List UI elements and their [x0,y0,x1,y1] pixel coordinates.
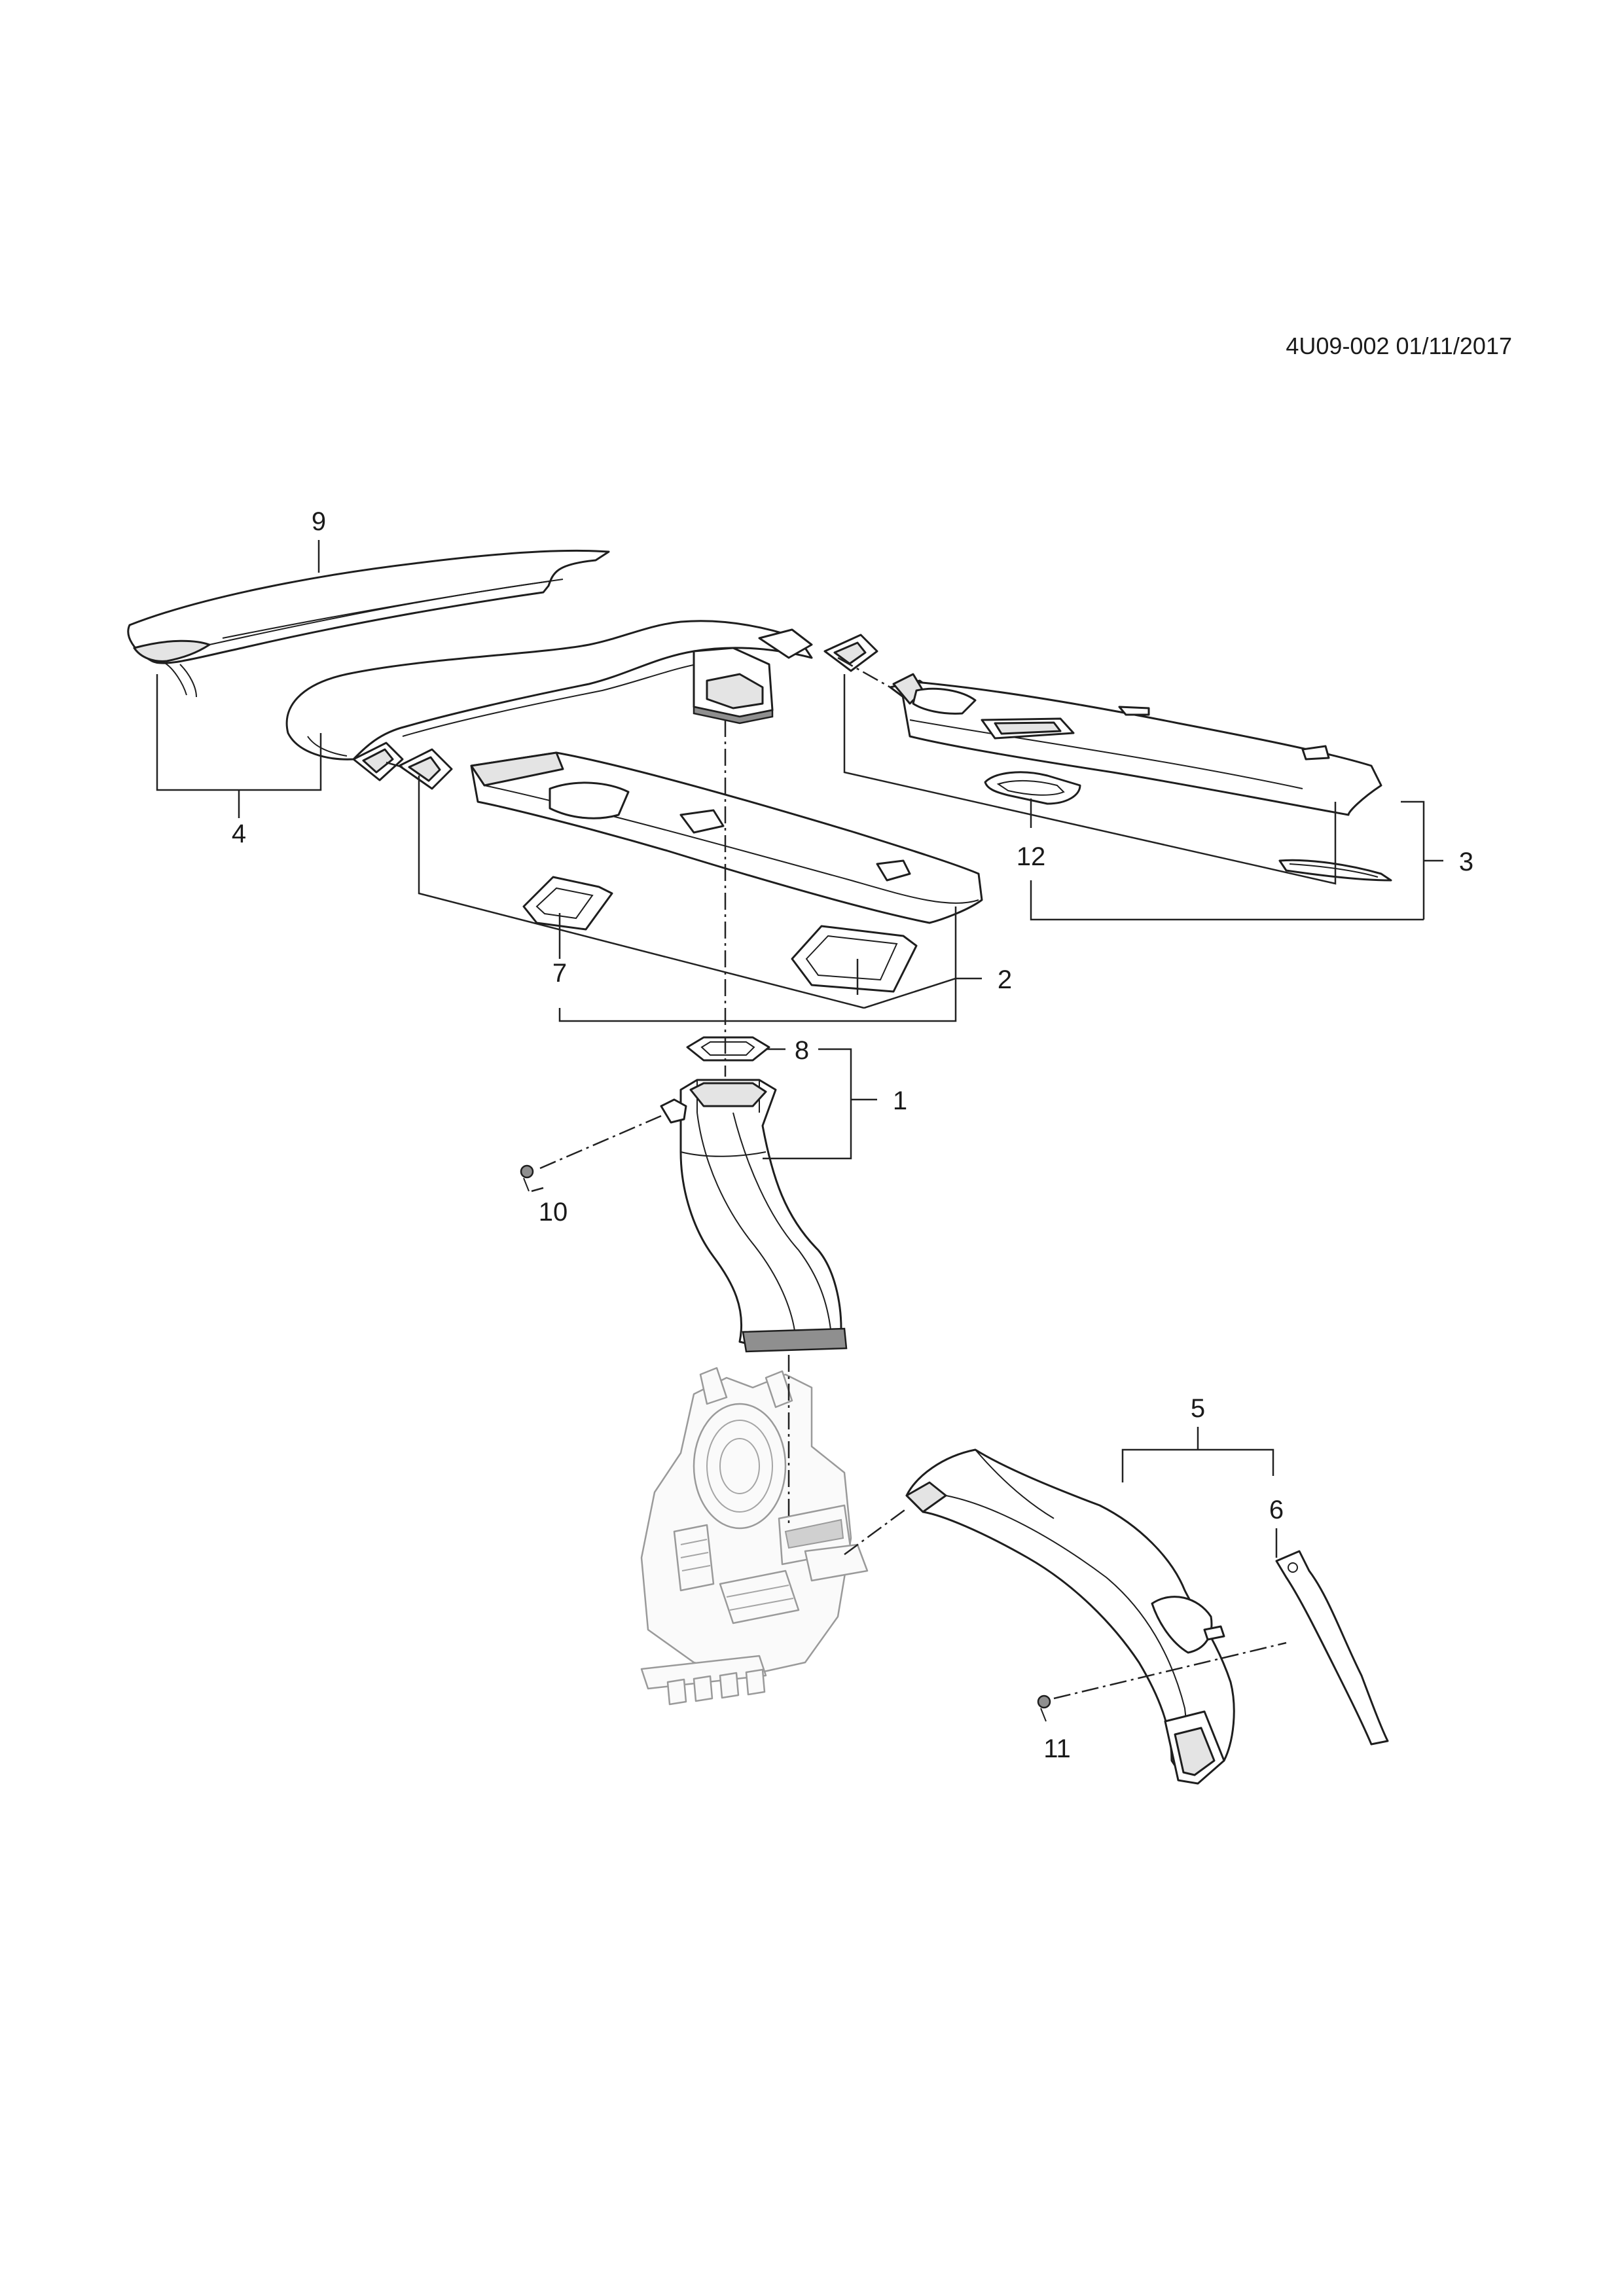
callout-8: 8 [795,1036,809,1065]
callout-6: 6 [1269,1496,1284,1524]
callouts: 9 4 12 3 7 2 8 1 10 5 6 11 [232,507,1473,1763]
callout-11: 11 [1043,1734,1071,1763]
part-3-right-duct [823,634,1382,816]
callout-4: 4 [232,819,246,848]
part-4-center-duct [285,620,813,781]
part-2-left-duct [398,748,983,924]
callout-7: 7 [552,959,567,988]
part-1-floor-duct [660,1079,848,1353]
part-9-defroster-nozzle [127,549,610,698]
callout-3: 3 [1459,848,1473,876]
part-7-left-seals [522,876,918,993]
part-5-rear-duct [905,1448,1235,1785]
part-6-bracket [1275,1550,1389,1746]
hvac-module [640,1367,869,1706]
callout-2: 2 [998,965,1012,994]
diagram-reference: 4U09-002 01/11/2017 [1286,332,1512,359]
part-10-screw [520,1164,534,1192]
callout-1: 1 [893,1086,907,1115]
leader-lines [156,540,1443,1558]
assembly-lines [386,656,1287,1700]
callout-10: 10 [539,1198,568,1227]
callout-5: 5 [1191,1394,1205,1423]
callout-12: 12 [1017,842,1046,871]
part-8-seal [686,1036,770,1062]
part-11-screw [1037,1695,1051,1722]
callout-9: 9 [312,507,326,536]
